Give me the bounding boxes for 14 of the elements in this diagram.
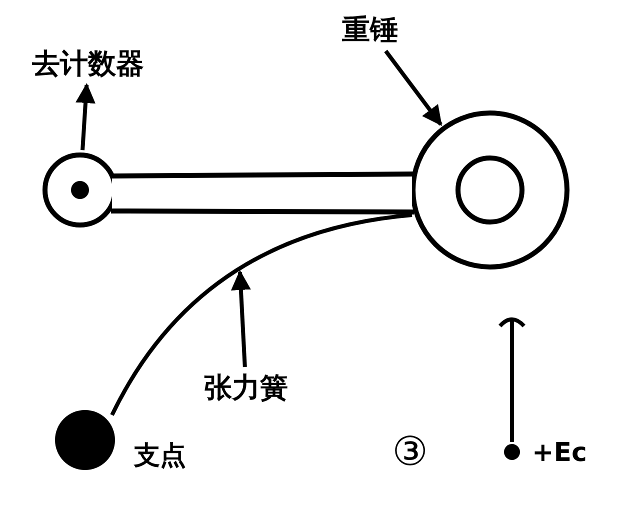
part-label: +Ec bbox=[532, 437, 587, 469]
fulcrum-dot bbox=[55, 410, 115, 470]
contact-line bbox=[498, 317, 526, 442]
weight-ring bbox=[410, 110, 570, 270]
leader-arrow bbox=[230, 270, 251, 368]
part-label: 支点 bbox=[134, 440, 186, 472]
part-label: 张力簧 bbox=[186, 370, 306, 406]
part-label: 重锤 bbox=[326, 12, 414, 48]
tension-spring bbox=[110, 213, 412, 416]
circled-number: ③ bbox=[391, 428, 429, 476]
leader-arrow bbox=[76, 83, 96, 150]
part-label: 去计数器 bbox=[12, 46, 164, 82]
terminal-dot bbox=[504, 444, 520, 460]
leader-arrow bbox=[384, 50, 442, 126]
